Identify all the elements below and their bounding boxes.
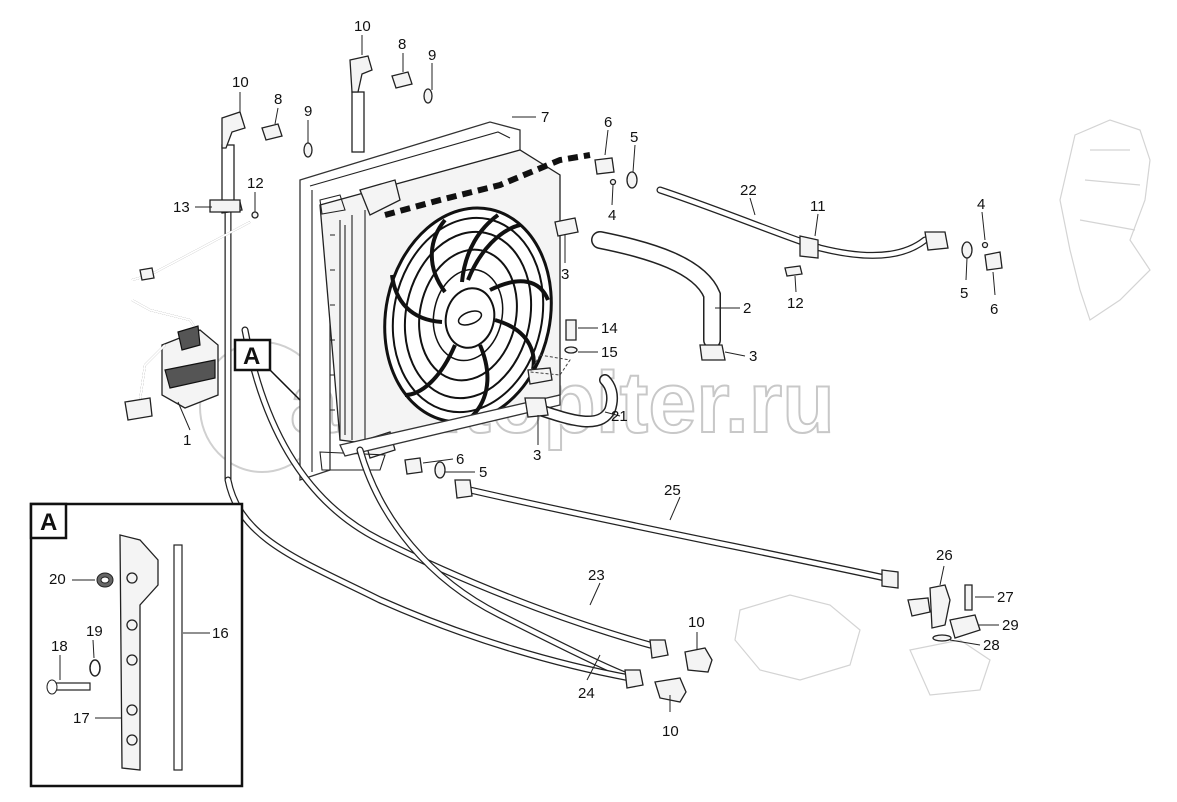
label-1: 1 — [183, 432, 191, 449]
elbow-lower-1 — [649, 639, 713, 673]
label-17: 17 — [73, 710, 90, 727]
label-27: 27 — [997, 589, 1014, 606]
leader-lines — [177, 35, 999, 712]
label-11: 11 — [810, 198, 826, 215]
label-23: 23 — [588, 567, 605, 584]
label-18: 18 — [51, 638, 68, 655]
hose-21 — [524, 374, 619, 428]
label-16: 16 — [212, 625, 229, 642]
label-10-lower-1: 10 — [688, 614, 705, 631]
hose-24 — [356, 446, 629, 679]
clamp-upper — [594, 157, 638, 189]
fan — [383, 206, 553, 424]
label-3-upper: 3 — [561, 266, 569, 283]
label-8-top: 8 — [398, 36, 406, 53]
label-5-upper: 5 — [630, 129, 638, 146]
hose-23 — [241, 326, 654, 649]
label-24: 24 — [578, 685, 595, 702]
label-3-right: 3 — [749, 348, 757, 365]
label-12-left: 12 — [247, 175, 264, 192]
label-9-top: 9 — [428, 47, 436, 64]
label-9-left: 9 — [304, 103, 312, 120]
label-6-right: 6 — [990, 301, 998, 318]
vent-line — [131, 199, 259, 336]
label-29: 29 — [1002, 617, 1019, 634]
elbow-lower-2 — [624, 669, 687, 703]
label-25: 25 — [664, 482, 681, 499]
hose-25 — [454, 479, 899, 589]
clamp-lower — [404, 457, 446, 479]
label-10-left: 10 — [232, 74, 249, 91]
label-5-right: 5 — [960, 285, 968, 302]
label-2: 2 — [743, 300, 751, 317]
bolt-14-15 — [529, 319, 578, 376]
label-22: 22 — [740, 182, 757, 199]
hose-2 — [554, 217, 726, 361]
label-4-right: 4 — [977, 196, 985, 213]
ghost-pump-bottom — [734, 594, 991, 696]
label-21: 21 — [611, 408, 628, 425]
part-labels: 10 8 9 10 8 9 7 6 5 4 22 11 4 5 6 12 13 … — [49, 18, 1019, 740]
label-15: 15 — [601, 344, 618, 361]
clamp-right — [961, 241, 1003, 271]
label-6-upper: 6 — [604, 114, 612, 131]
expansion-tank — [124, 325, 219, 490]
label-3-lower: 3 — [533, 447, 541, 464]
label-26: 26 — [936, 547, 953, 564]
inset-panel-a: A — [29, 502, 244, 788]
dashed-hose-upper — [384, 152, 591, 218]
filler-pipe-center — [349, 55, 433, 153]
label-7: 7 — [541, 109, 549, 126]
label-12-right: 12 — [787, 295, 804, 312]
label-14: 14 — [601, 320, 618, 337]
label-10-top: 10 — [354, 18, 371, 35]
hose-23-left — [224, 476, 634, 682]
label-20: 20 — [49, 571, 66, 588]
label-8-left: 8 — [274, 91, 282, 108]
label-5-lower: 5 — [479, 464, 487, 481]
bolt-12 — [784, 265, 803, 277]
label-10-lower-2: 10 — [662, 723, 679, 740]
ghost-engine-right — [1059, 119, 1151, 321]
fitting-26-29 — [907, 584, 981, 642]
label-13: 13 — [173, 199, 190, 216]
bottom-bar — [339, 394, 561, 457]
hose-22 — [656, 186, 949, 259]
callout-marker-a: A — [233, 338, 301, 401]
callout-marker-label: A — [243, 343, 260, 370]
label-19: 19 — [86, 623, 103, 640]
label-4-upper: 4 — [608, 207, 616, 224]
label-6-lower: 6 — [456, 451, 464, 468]
label-28: 28 — [983, 637, 1000, 654]
inset-title: A — [40, 509, 57, 536]
